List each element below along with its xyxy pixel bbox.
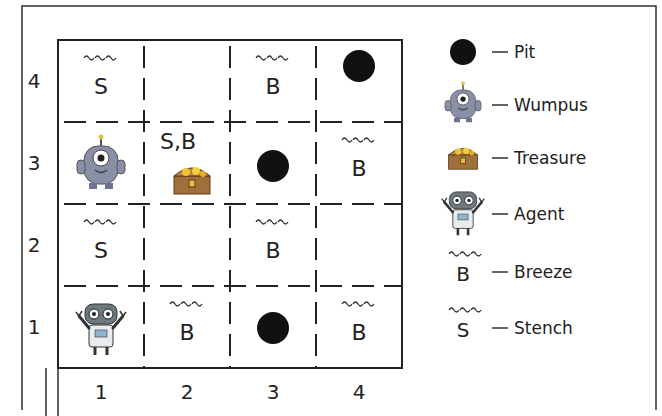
grid-cell: B <box>144 286 230 368</box>
percept-letter: S <box>94 76 108 98</box>
row-number: 2 <box>28 235 41 255</box>
percept-letter: S <box>94 240 108 262</box>
percept-letter: B <box>265 240 280 262</box>
legend-text: Pit <box>514 44 535 61</box>
row-number: 1 <box>28 317 41 337</box>
column-number: 2 <box>181 382 194 402</box>
column-number: 4 <box>353 382 366 402</box>
percept-letter: S,B <box>160 131 196 153</box>
grid-cell: S <box>58 204 144 286</box>
legend-text: Agent <box>514 206 564 223</box>
percept-letter: B <box>265 76 280 98</box>
row-number: 4 <box>28 71 41 91</box>
grid-cell: B <box>316 122 402 204</box>
legend-symbol: S <box>457 320 470 340</box>
legend-text: Stench <box>514 320 573 337</box>
legend-text: Wumpus <box>514 97 588 114</box>
grid-cell: S,B <box>144 122 230 204</box>
percept-letter: B <box>351 322 366 344</box>
grid-cell: B <box>230 40 316 122</box>
grid-cell: B <box>316 286 402 368</box>
legend-text: Treasure <box>514 150 586 167</box>
column-number: 3 <box>267 382 280 402</box>
grid-cell: S <box>58 40 144 122</box>
percept-letter: B <box>179 322 194 344</box>
legend-text: Breeze <box>514 264 573 281</box>
row-number: 3 <box>28 153 41 173</box>
column-number: 1 <box>95 382 108 402</box>
grid-cell: B <box>230 204 316 286</box>
percept-letter: B <box>351 158 366 180</box>
legend-symbol: B <box>456 264 470 284</box>
